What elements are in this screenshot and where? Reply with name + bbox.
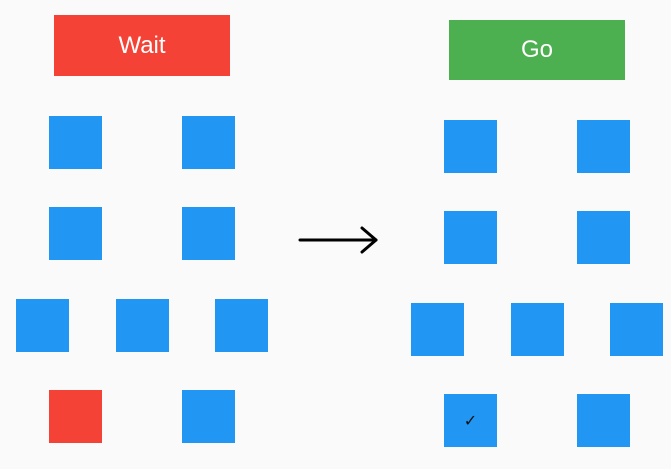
left-tile-r3c2[interactable] <box>116 299 169 352</box>
right-tile-r3c1[interactable] <box>411 303 464 356</box>
right-tile-r3c2[interactable] <box>511 303 564 356</box>
left-tile-r1c1[interactable] <box>49 116 102 169</box>
left-tile-r2c1[interactable] <box>49 207 102 260</box>
go-status-banner: Go <box>449 20 625 80</box>
wait-status-banner: Wait <box>54 15 230 76</box>
left-tile-r1c2[interactable] <box>182 116 235 169</box>
left-tile-r4c2[interactable] <box>182 390 235 443</box>
right-tile-r1c1[interactable] <box>444 120 497 173</box>
checkmark-icon: ✓ <box>463 410 478 430</box>
left-tile-r3c1[interactable] <box>16 299 69 352</box>
left-tile-r4c1-waiting[interactable] <box>49 390 102 443</box>
right-tile-r2c1[interactable] <box>444 211 497 264</box>
right-tile-r2c2[interactable] <box>577 211 630 264</box>
right-arrow-icon <box>298 226 378 254</box>
wait-status-label: Wait <box>118 31 166 59</box>
right-tile-r4c1-done[interactable]: ✓ <box>444 394 497 447</box>
go-status-label: Go <box>520 36 553 63</box>
right-tile-r1c2[interactable] <box>577 120 630 173</box>
left-tile-r3c3[interactable] <box>215 299 268 352</box>
right-tile-r4c2[interactable] <box>577 394 630 447</box>
left-tile-r2c2[interactable] <box>182 207 235 260</box>
right-tile-r3c3[interactable] <box>610 303 663 356</box>
